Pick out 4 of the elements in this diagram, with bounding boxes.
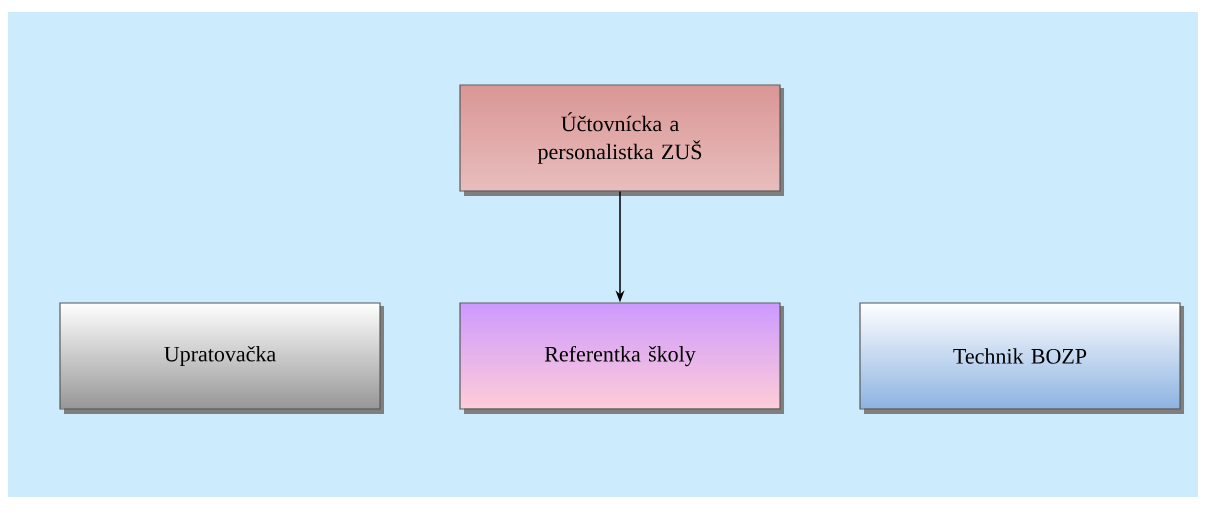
box: Referentka školy bbox=[459, 302, 784, 414]
box: Účtovnícka a personalistka ZUŠ bbox=[459, 84, 784, 196]
box: Upratovačka bbox=[59, 302, 384, 414]
box: Technik BOZP bbox=[859, 302, 1184, 414]
